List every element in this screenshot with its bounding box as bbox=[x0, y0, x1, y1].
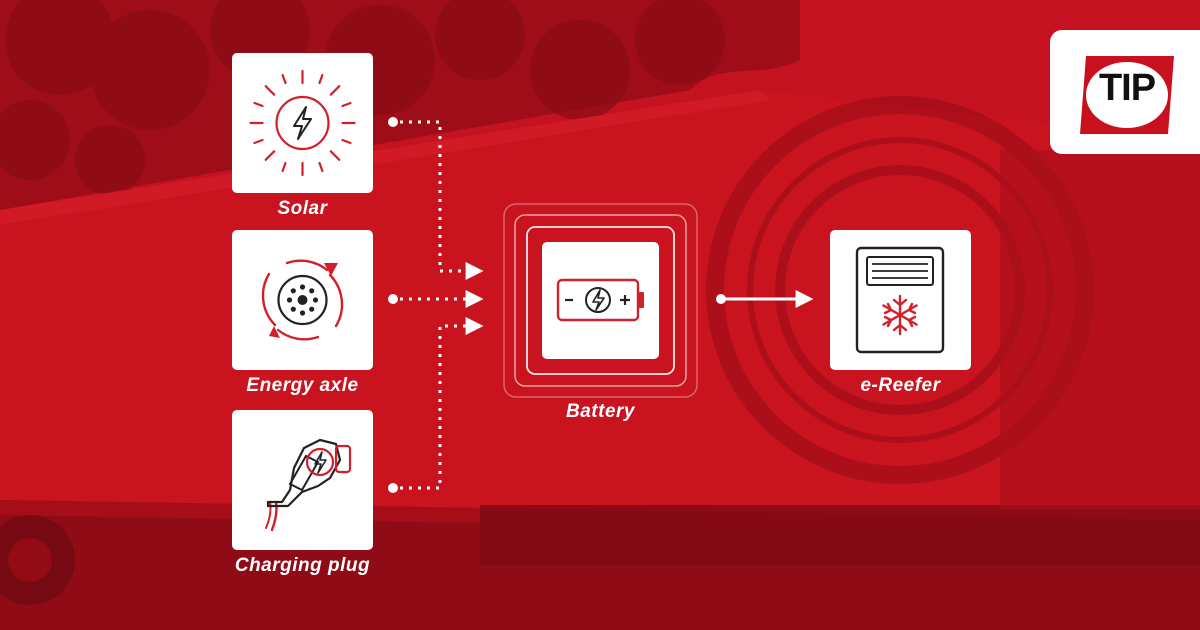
node-energy-axle bbox=[232, 230, 373, 370]
battery-bolt-icon bbox=[556, 278, 644, 322]
label-e-reefer: e-Reefer bbox=[860, 375, 941, 396]
reefer-unit-icon bbox=[855, 246, 945, 354]
node-solar bbox=[232, 53, 373, 193]
label-battery: Battery bbox=[566, 401, 635, 422]
node-battery bbox=[542, 242, 659, 359]
edge-energy-axle-battery bbox=[388, 290, 484, 308]
edge-solar-battery bbox=[388, 117, 484, 280]
edge-charging-plug-battery bbox=[388, 317, 484, 493]
rotating-wheel-icon bbox=[261, 259, 344, 341]
node-e-reefer bbox=[830, 230, 971, 370]
label-charging-plug: Charging plug bbox=[234, 555, 371, 576]
node-charging-plug bbox=[232, 410, 373, 550]
tip-logo-text: TIP bbox=[1098, 67, 1156, 109]
ev-plug-icon bbox=[265, 438, 352, 532]
edge-battery-e-reefer bbox=[716, 290, 814, 308]
tip-logo-badge bbox=[1080, 56, 1174, 134]
label-energy-axle: Energy axle bbox=[246, 375, 359, 396]
label-solar: Solar bbox=[277, 198, 328, 219]
sun-bolt-icon bbox=[249, 69, 356, 177]
